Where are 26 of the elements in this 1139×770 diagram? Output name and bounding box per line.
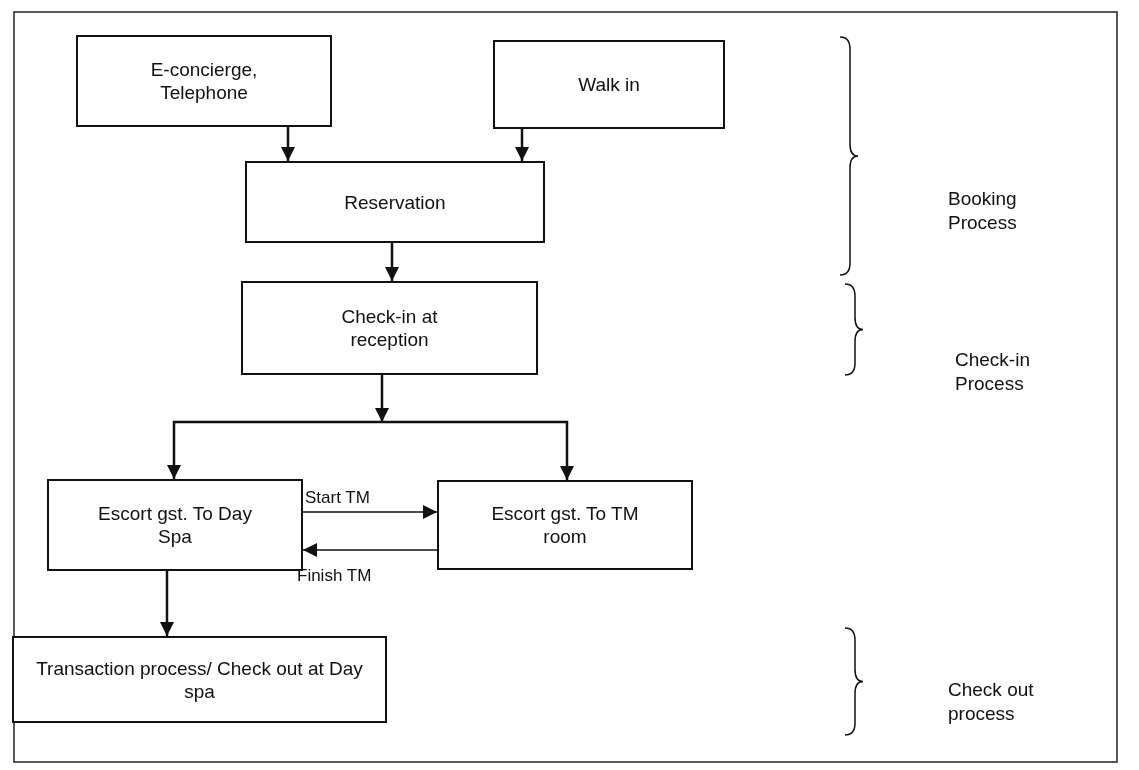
box-text: Escort gst. To TM room <box>490 502 640 548</box>
box-text: Escort gst. To Day Spa <box>97 502 253 548</box>
process-box <box>245 161 545 243</box>
arrow <box>375 375 389 422</box>
process-box <box>437 480 693 570</box>
arrow <box>382 420 574 480</box>
arrow <box>515 129 529 161</box>
arrow <box>160 571 174 636</box>
box-text: E-concierge, Telephone <box>149 58 259 104</box>
arrow <box>302 505 438 519</box>
stage-label: Check out process <box>948 678 1035 726</box>
process-box <box>47 479 303 571</box>
process-box <box>12 636 387 723</box>
arrow <box>385 243 399 281</box>
box-text: Check-in at reception <box>340 305 439 351</box>
box-text: Reservation <box>343 190 447 214</box>
arrow <box>167 420 382 479</box>
stage-label: Booking Process <box>948 187 1018 235</box>
arrow <box>281 127 295 161</box>
arrow <box>302 543 438 557</box>
process-box <box>493 40 725 129</box>
stage-label: Check-in Process <box>955 348 1031 396</box>
process-box <box>76 35 332 127</box>
process-box <box>241 281 538 375</box>
box-text: Transaction process/ Check out at Day spa <box>35 656 364 703</box>
box-text: Walk in <box>577 73 641 96</box>
